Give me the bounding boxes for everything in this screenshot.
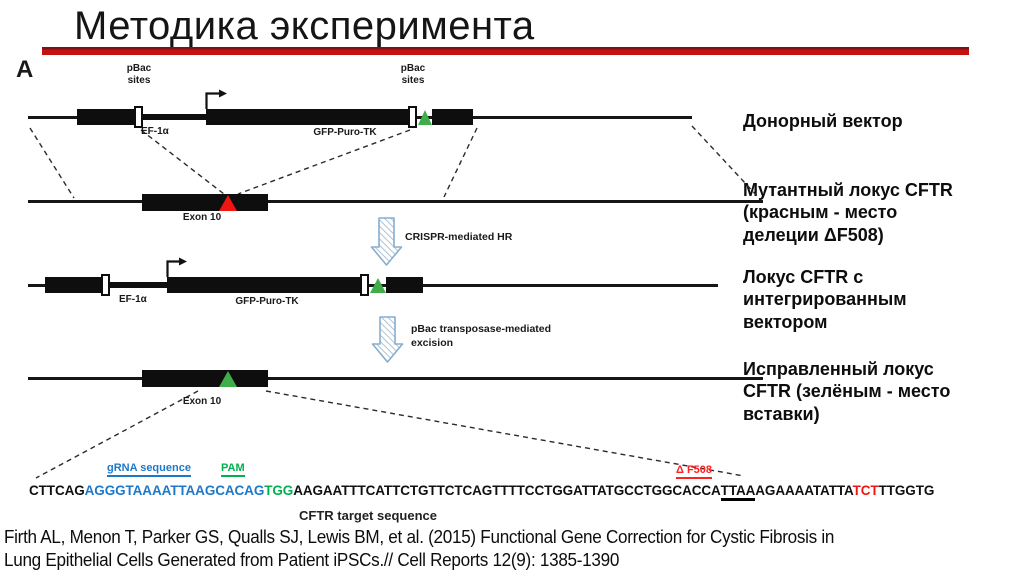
insertion-site-green-triangle-row3 [370, 278, 386, 293]
ef1a-label-row3: EF-1α [119, 294, 147, 305]
gfp-puro-tk-cassette-bar-row3 [167, 277, 367, 293]
seq-flank-right: TTGGTG [878, 483, 935, 498]
cftr-target-sequence-text: CTTCAGAGGGTAAAATTAAGCACAGTGGAAGAATTTCATT… [29, 483, 935, 502]
insertion-site-green-triangle-row1 [418, 110, 432, 125]
pbac-site-marker-right-row1 [408, 106, 417, 128]
title-underline-rule [42, 47, 969, 55]
citation-text: Firth AL, Menon T, Parker GS, Qualls SJ,… [4, 527, 835, 570]
donor-vector-left-arm-bar [77, 109, 137, 125]
gfp-puro-tk-cassette-bar-row1 [206, 109, 410, 125]
ef1a-promoter-segment-row3 [110, 282, 167, 288]
seq-flank-left: CTTCAG [29, 483, 85, 498]
promoter-arrow-row3 [166, 257, 187, 277]
pbac-site-marker-left-row1 [134, 106, 143, 128]
annotation-donor-vector: Донорный вектор [743, 111, 903, 131]
pbac-excision-block-arrow [371, 316, 404, 363]
pbac-sites-label-right: pBac sites [400, 63, 426, 86]
promoter-arrow-row1 [205, 89, 227, 109]
exon10-bar-corrected [142, 370, 268, 387]
gfp-puro-tk-label-row3: GFP-Puro-TK [235, 296, 299, 307]
crispr-hr-block-arrow [370, 217, 403, 266]
seq-pam-segment: TGG [264, 483, 294, 498]
integrated-left-arm-bar [45, 277, 103, 293]
pbac-sites-label-left: pBac sites [126, 63, 152, 86]
ef1a-label-row1: EF-1α [141, 126, 169, 137]
insertion-site-green-triangle-row4 [219, 371, 237, 387]
exon10-label-mutant: Exon 10 [182, 212, 222, 223]
pbac-excision-label: pBac transposase-mediated excision [411, 323, 552, 349]
grna-sequence-label: gRNA sequence [107, 462, 191, 477]
pam-label: PAM [221, 462, 245, 477]
ef1a-promoter-segment-row1 [143, 114, 206, 120]
corrected-locus-line [28, 377, 763, 380]
exon10-bar-mutant [142, 194, 268, 211]
seq-middle-segment: AAGAATTTCATTCTGTTCTCAGTTTTCCTGGATTATGCCT… [293, 483, 721, 498]
deletion-site-red-triangle [219, 195, 237, 211]
annotation-mutant-locus: Мутантный локус CFTR (красным - место де… [743, 180, 953, 245]
page-title: Методика эксперимента [74, 4, 535, 48]
annotation-integrated-locus: Локус CFTR с интегрированным вектором [743, 267, 907, 332]
panel-label: A [16, 56, 34, 83]
mutant-locus-line [28, 200, 763, 203]
exon10-label-corrected: Exon 10 [182, 396, 222, 407]
annotation-corrected-locus: Исправленный локус CFTR (зелёным - место… [743, 359, 951, 424]
donor-vector-right-arm-bar [432, 109, 473, 125]
gfp-puro-tk-label-row1: GFP-Puro-TK [313, 127, 377, 138]
seq-deletion-tct-segment: TCT [852, 483, 879, 498]
crispr-mediated-hr-label: CRISPR-mediated HR [405, 231, 513, 243]
cftr-target-sequence-caption: CFTR target sequence [299, 508, 437, 523]
integrated-right-arm-bar [386, 277, 423, 293]
pbac-site-marker-right-row3 [360, 274, 369, 296]
seq-segment-after-ttaa: AGAAAATATTA [755, 483, 853, 498]
delta-f508-label: Δ F508 [676, 464, 713, 479]
pbac-site-marker-left-row3 [101, 274, 110, 296]
seq-ttaa-underlined-segment: TTAA [720, 483, 755, 502]
seq-grna-segment: AGGGTAAAATTAAGCACAG [84, 483, 265, 498]
